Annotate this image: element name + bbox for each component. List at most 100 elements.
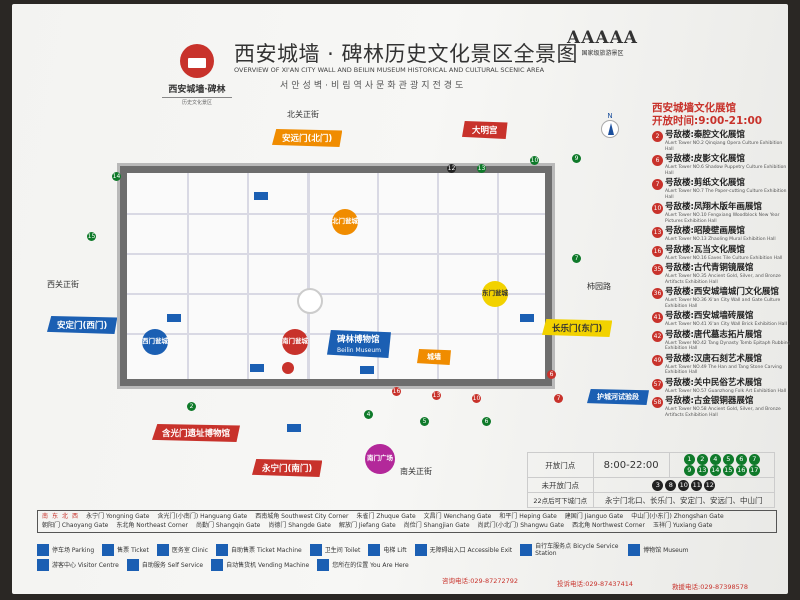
west-barbican-marker[interactable]: 西门瓮城	[142, 329, 168, 355]
south-square-marker[interactable]: 南门广场	[365, 444, 395, 474]
daming-palace-label[interactable]: 大明宫	[462, 121, 508, 139]
direction-label: 东	[52, 513, 59, 520]
road-label-xiguan: 西关正街	[47, 280, 79, 289]
service-label: 自助售票 Ticket Machine	[231, 546, 302, 554]
tower-number-badge: 57	[652, 378, 663, 390]
south-barbican-marker[interactable]: 南门瓮城	[282, 329, 308, 355]
hanguang-museum-label[interactable]: 含光门遗址博物馆	[152, 424, 241, 442]
west-gate-label[interactable]: 安定门(西门)	[47, 316, 118, 334]
service-icon	[414, 544, 427, 556]
gate-marker: 7	[572, 254, 581, 263]
service-icon	[254, 192, 268, 200]
gate-legend-item: 尚武门(小北门) Shangwu Gate	[477, 522, 565, 529]
hall-name: 号敌楼:古金银铜器展馆	[665, 396, 754, 406]
gate-legend-item: 东北角 Northeast Corner	[116, 522, 189, 529]
service-legend-item: 无障碍出入口 Accessible Exit	[414, 543, 512, 557]
service-legend: 停车场 Parking 售票 Ticket 医务室 Clinic 自助售票 Ticke…	[37, 543, 777, 571]
closed-gate-badge: 10	[678, 479, 690, 491]
gate-marker: 13	[477, 164, 486, 173]
open-gates-label: 开放门点	[527, 452, 594, 478]
gate-marker: 6	[482, 417, 491, 426]
service-icon	[360, 366, 374, 374]
hall-name: 号敌楼:西安城墙砖展馆	[665, 311, 754, 321]
service-label: 自动售货机 Vending Machine	[226, 561, 310, 569]
service-legend-item: 售票 Ticket	[102, 543, 149, 557]
map-board: 西安城墙·碑林 历史文化景区 西安城墙 · 碑林历史文化景区全景图 OVERVI…	[12, 4, 790, 594]
hall-name-en: ALert Tower NO.2 Qinqiang Opera Culture …	[665, 141, 783, 152]
hall-name-en: ALert Tower NO.57 Guanzhong Folk Art Exh…	[665, 388, 787, 394]
service-label: 电梯 Lift	[383, 546, 407, 554]
tower-marker: 6	[547, 370, 556, 379]
hall-name: 号敌楼:古代青铜镜展馆	[665, 263, 754, 273]
service-icon	[628, 544, 641, 556]
gate-marker: 5	[420, 417, 429, 426]
service-icon	[216, 544, 229, 556]
rescue-phone: 救援电话:029-87398578	[672, 583, 749, 591]
gate-legend-item: 尚德门 Shangde Gate	[268, 522, 331, 529]
tower-number-badge: 2	[652, 131, 663, 142]
service-label: 停车场 Parking	[52, 546, 95, 554]
north-barbican-marker[interactable]: 北门瓮城	[332, 209, 358, 235]
service-label: 您所在的位置 You Are Here	[332, 561, 409, 569]
tower-marker: 16	[392, 387, 401, 396]
north-gate-label[interactable]: 安远门(北门)	[272, 129, 343, 147]
service-icon	[37, 544, 49, 556]
east-barbican-marker[interactable]: 东门瓮城	[482, 281, 508, 307]
north-arrow-icon	[601, 120, 619, 138]
gate-marker: 15	[87, 232, 96, 241]
service-legend-item: 游客中心 Visitor Centre	[37, 559, 119, 571]
complaint-phone: 投诉电话:029-87437414	[557, 580, 634, 588]
road-label-shiyuan: 柿园路	[587, 282, 611, 291]
service-label: 医务室 Clinic	[171, 546, 209, 554]
open-gate-badge: 1	[683, 454, 695, 465]
gate-legend-item: 朝阳门 Chaoyang Gate	[42, 522, 109, 529]
open-hours: 8:00-22:00	[592, 452, 670, 478]
service-label: 卫生间 Toilet	[324, 546, 361, 554]
moat-section-label[interactable]: 护城河试验段	[587, 389, 649, 405]
east-gate-label[interactable]: 长乐门(东门)	[542, 319, 613, 337]
gate-marker: 4	[364, 410, 373, 419]
hall-name: 号敌楼:昭陵壁画展馆	[665, 226, 745, 236]
service-icon	[520, 544, 533, 556]
panel-hours: 开放时间:9:00-21:00	[652, 115, 763, 127]
service-icon	[317, 559, 330, 571]
open-gate-badge: 5	[722, 454, 734, 465]
gate-legend-item: 文昌门 Wenchang Gate	[423, 513, 492, 520]
service-legend-item: 电梯 Lift	[368, 543, 407, 557]
service-legend-item: 您所在的位置 You Are Here	[317, 559, 409, 571]
service-label: 游客中心 Visitor Centre	[52, 561, 119, 569]
gate-legend-item: 西北角 Northwest Corner	[572, 522, 645, 529]
page-title: 西安城墙 · 碑林历史文化景区全景图	[234, 42, 579, 66]
tower-number-badge: 35	[652, 264, 663, 275]
tower-number-badge: 6	[652, 155, 663, 166]
hall-name-en: ALert Tower NO.7 The Paper-cutting Cultu…	[665, 189, 787, 200]
open-gate-badge: 13	[696, 465, 708, 476]
open-gate-badge: 17	[748, 465, 760, 476]
south-gate-label[interactable]: 永宁门(南门)	[252, 459, 323, 477]
service-label: 自行车服务点 Bicycle Service Station	[535, 543, 619, 557]
gate-marker: 2	[187, 402, 196, 411]
road-label-beiguan: 北关正街	[287, 110, 319, 119]
direction-label: 西	[72, 513, 79, 520]
page-title-english: OVERVIEW OF XI'AN CITY WALL AND BEILIN M…	[234, 66, 545, 74]
hall-name-en: ALert Tower NO.16 Eaves Tile Culture Exh…	[665, 255, 783, 261]
service-label: 自助服务 Self Service	[141, 561, 204, 569]
tower-number-badge: 10	[652, 203, 663, 214]
service-legend-item: 卫生间 Toilet	[309, 543, 361, 557]
page-title-korean: 서안성벽·비림역사문화관광지전경도	[280, 81, 467, 91]
service-legend-item: 自行车服务点 Bicycle Service Station	[520, 543, 620, 557]
tower-number-badge: 49	[652, 354, 663, 366]
closed-gate-badge: 11	[691, 479, 703, 491]
tower-marker: 10	[472, 394, 481, 403]
hall-name: 号敌楼:秦腔文化展馆	[665, 130, 745, 140]
open-gate-badge: 14	[709, 465, 721, 476]
hall-name-en: ALert Tower NO.58 Ancient Gold, Silver, …	[665, 407, 781, 418]
hall-name-en: ALert Tower NO.35 Ancient Gold, Silver, …	[665, 274, 781, 285]
